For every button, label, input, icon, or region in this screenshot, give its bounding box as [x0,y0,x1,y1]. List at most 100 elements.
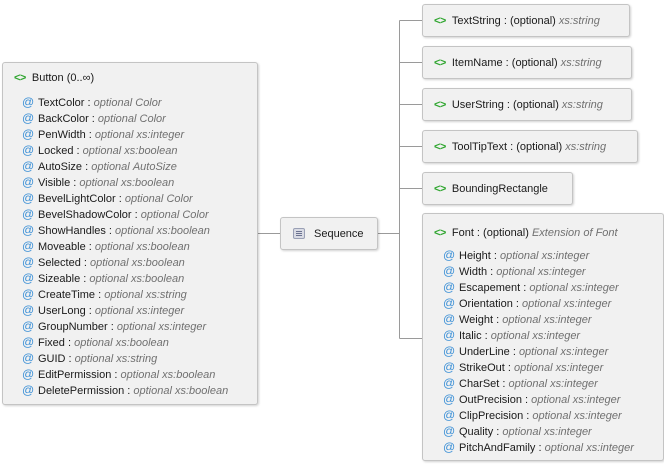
attribute-occurrence: optional [91,161,130,173]
child-element-itemname[interactable]: <>ItemName : (optional) xs:string [422,46,632,79]
attribute-occurrence: optional [140,209,180,221]
attribute-occurrence: optional [502,314,541,326]
attribute-icon: @ [22,335,35,349]
attribute-row[interactable]: @Locked : optional xs:boolean [22,143,178,157]
attribute-occurrence: optional [518,346,558,358]
attribute-icon: @ [443,296,456,310]
child-name: UserString [451,99,504,111]
attribute-row[interactable]: @Orientation : optional xs:integer [443,296,612,310]
child-element-boundingrectangle[interactable]: <>BoundingRectangle [422,172,573,205]
attribute-type: xs:integer [550,378,598,390]
child-type: xs:string [558,15,600,27]
attribute-row[interactable]: @ClipPrecision : optional xs:integer [443,408,622,422]
attribute-row[interactable]: @GUID : optional xs:string [22,351,158,365]
attribute-name: CharSet [459,378,500,390]
child-occurrence: (optional) [513,99,559,111]
attribute-row[interactable]: @UnderLine : optional xs:integer [443,344,609,358]
attribute-row[interactable]: @Escapement : optional xs:integer [443,280,619,294]
attribute-name: ShowHandles [38,225,106,237]
attribute-row[interactable]: @StrikeOut : optional xs:integer [443,360,604,374]
attribute-row[interactable]: @CreateTime : optional xs:string [22,287,187,301]
font-occurrence: (optional) [483,227,529,239]
attribute-occurrence: optional [531,394,570,406]
attribute-icon: @ [443,440,456,454]
sequence-label: Sequence [314,228,364,240]
sequence-compositor[interactable]: Sequence [280,217,378,250]
attribute-icon: @ [22,271,35,285]
attribute-row[interactable]: @Moveable : optional xs:boolean [22,239,190,253]
attribute-row[interactable]: @DeletePermission : optional xs:boolean [22,383,229,397]
attribute-row[interactable]: @Height : optional xs:integer [443,248,590,262]
attribute-icon: @ [443,392,456,406]
attribute-row[interactable]: @Visible : optional xs:boolean [22,175,175,189]
attribute-icon: @ [22,175,35,189]
child-row: <>BoundingRectangle [434,182,548,196]
attribute-row[interactable]: @GroupNumber : optional xs:integer [22,319,207,333]
child-element-userstring[interactable]: <>UserString : (optional) xs:string [422,88,632,121]
attribute-type: xs:string [145,289,187,301]
child-row: <>TextString : (optional) xs:string [434,15,600,27]
attribute-row[interactable]: @PitchAndFamily : optional xs:integer [443,440,634,454]
attribute-row[interactable]: @AutoSize : optional AutoSize [22,159,177,173]
attribute-row[interactable]: @BevelLightColor : optional Color [22,191,193,205]
attribute-name: GUID [38,353,66,365]
attribute-type: xs:boolean [156,225,210,237]
attribute-name: UserLong [38,305,86,317]
attribute-row[interactable]: @Fixed : optional xs:boolean [22,335,169,349]
child-row: <>ToolTipText : (optional) xs:string [434,141,607,153]
child-name: ToolTipText [451,141,508,153]
attribute-row[interactable]: @Sizeable : optional xs:boolean [22,271,185,285]
attribute-icon: @ [22,223,35,237]
font-element-box[interactable]: <>Font : (optional) Extension of Font @H… [422,213,664,461]
attribute-row[interactable]: @EditPermission : optional xs:boolean [22,367,216,381]
attribute-name: PenWidth [38,129,86,141]
attribute-type: xs:string [116,353,158,365]
attribute-row[interactable]: @Weight : optional xs:integer [443,312,592,326]
attribute-name: BackColor [38,113,89,125]
attribute-name: OutPrecision [459,394,522,406]
button-title: Button (0..∞) [31,72,95,84]
attribute-row[interactable]: @OutPrecision : optional xs:integer [443,392,621,406]
attribute-icon: @ [22,191,35,205]
attribute-occurrence: optional [79,177,118,189]
attribute-type: xs:integer [563,298,612,310]
attribute-row[interactable]: @TextColor : optional Color [22,95,162,109]
attribute-type: xs:boolean [131,257,185,269]
attribute-type: Color [166,193,193,205]
child-element-textstring[interactable]: <>TextString : (optional) xs:string [422,4,630,37]
attribute-occurrence: optional [74,353,114,365]
attribute-name: TextColor [38,97,85,109]
attribute-occurrence: optional [94,305,134,317]
attribute-name: Orientation [459,298,513,310]
attribute-type: xs:integer [543,314,592,326]
element-icon: <> [434,141,446,153]
attribute-icon: @ [443,344,456,358]
attribute-icon: @ [22,367,35,381]
child-occurrence: (optional) [511,57,558,69]
attribute-row[interactable]: @BevelShadowColor : optional Color [22,207,209,221]
attribute-name: Sizeable [38,273,81,285]
attribute-row[interactable]: @Quality : optional xs:integer [443,424,592,438]
child-name: ItemName [451,57,503,69]
attribute-row[interactable]: @PenWidth : optional xs:integer [22,127,185,141]
attribute-type: xs:integer [555,362,604,374]
attribute-type: AutoSize [132,161,177,173]
button-header: <>Button (0..∞) [14,71,94,85]
attribute-row[interactable]: @BackColor : optional Color [22,111,166,125]
child-type: xs:string [560,57,602,69]
attribute-name: Width [459,266,488,278]
child-element-tooltiptext[interactable]: <>ToolTipText : (optional) xs:string [422,130,638,163]
attribute-row[interactable]: @ShowHandles : optional xs:boolean [22,223,210,237]
attribute-name: GroupNumber [38,321,108,333]
attribute-name: PitchAndFamily [459,442,536,454]
attribute-row[interactable]: @Selected : optional xs:boolean [22,255,185,269]
attribute-row[interactable]: @Italic : optional xs:integer [443,328,581,342]
attribute-occurrence: optional [82,145,122,157]
attribute-icon: @ [22,143,35,157]
attribute-icon: @ [22,239,35,253]
attribute-name: Locked [38,145,74,157]
attribute-row[interactable]: @Width : optional xs:integer [443,264,586,278]
attribute-row[interactable]: @UserLong : optional xs:integer [22,303,185,317]
attribute-row[interactable]: @CharSet : optional xs:integer [443,376,598,390]
button-element-box[interactable]: <>Button (0..∞) @TextColor : optional Co… [2,62,258,405]
